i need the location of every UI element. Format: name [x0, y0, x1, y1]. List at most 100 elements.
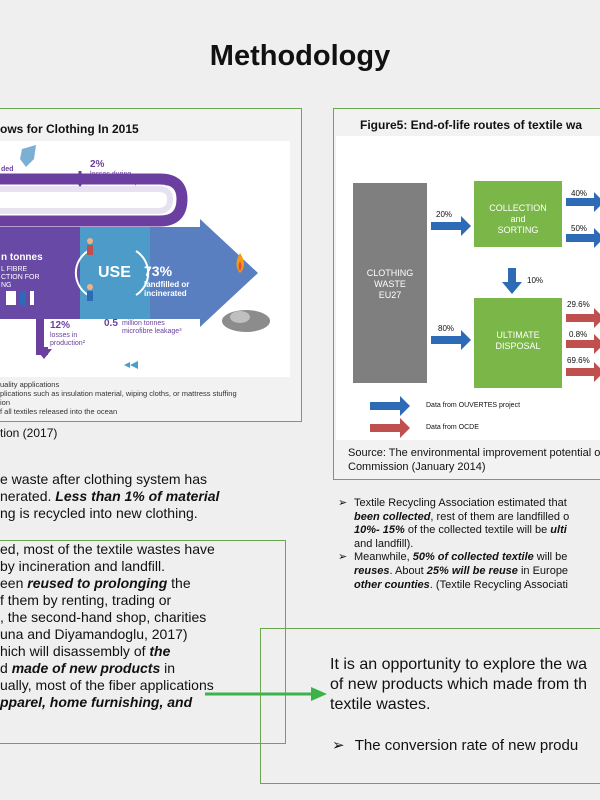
label-top-left: ded ing¹: [1, 166, 14, 181]
end-of-life-diagram: [336, 136, 600, 440]
text-span: in: [160, 660, 176, 676]
arrow-20pct: [431, 216, 471, 236]
person-icon-2: [87, 284, 93, 290]
label-2pct: 2%: [90, 159, 105, 170]
legend-ocde: Data from OCDE: [426, 424, 479, 431]
node-disposal: ULTIMATE DISPOSAL: [495, 330, 541, 351]
text-line: and landfill).: [354, 537, 414, 550]
collection-box: [474, 181, 562, 247]
text-span: Meanwhile,: [354, 551, 413, 564]
text-line: been collected, rest of them are landfil…: [354, 511, 569, 525]
person-icon: [87, 238, 93, 244]
emphasis: other counties: [354, 578, 430, 591]
emphasis: pparel, home furnishing, and: [0, 694, 193, 710]
left-figure-source: tion (2017): [0, 426, 58, 440]
flow-label: 20%: [436, 210, 453, 219]
text-line: una and Diyamandoglu, 2017): [0, 626, 188, 642]
flow-label: 50%: [571, 224, 588, 233]
text-span: d: [0, 660, 12, 676]
emphasis: reuses: [354, 564, 390, 577]
text-span: , rest of them are landfilled o: [430, 510, 570, 523]
label-73pct-desc: landfilled or incinerated: [144, 280, 190, 298]
middle-frame: [0, 540, 286, 744]
emphasis: made of new products: [11, 660, 161, 676]
text-line: e waste after clothing system has: [0, 471, 207, 487]
arrow-10pct: [502, 268, 522, 294]
text-line: d made of new products in: [0, 660, 215, 677]
node-collection: COLLECTION and SORTING: [489, 203, 547, 235]
text-span: nerated.: [0, 488, 56, 504]
flow-label: 69.6%: [567, 356, 590, 365]
text-line: Meanwhile, 50% of collected textile will…: [354, 551, 569, 565]
text-line: It is an opportunity to explore the wa: [330, 656, 588, 673]
disposal-box: [474, 298, 562, 388]
recycle-loop-band: [0, 173, 188, 227]
clothing-waste-box: [353, 183, 427, 383]
emphasis: Less than 1% of material: [55, 488, 220, 504]
page-title: Methodology: [209, 40, 391, 72]
use-cycle-left: [74, 250, 89, 296]
recycle-loop-inner: [0, 186, 174, 214]
bullet-marker-icon: ➢: [338, 497, 348, 509]
emphasis: 50% of collected textile: [412, 551, 534, 564]
text-span: hich will disassembly of: [0, 643, 150, 659]
clothing-icon: [6, 291, 16, 305]
label-half-million-desc: million tonnes microfibre leakage³: [122, 320, 182, 335]
arrow-80pct: [431, 330, 471, 350]
flow-label: 29.6%: [567, 300, 590, 309]
left-figure-caption: ows for Clothing In 2015: [0, 122, 139, 136]
text-line: , the second-hand shop, charities: [0, 609, 207, 625]
flow-label: 80%: [438, 324, 455, 333]
label-12pct-desc: losses in production²: [50, 332, 86, 347]
legend-red-arrow: [370, 418, 410, 438]
text-line: ng is recycled into new clothing.: [0, 505, 198, 521]
left-figure-notes: uality applications plications such as i…: [0, 380, 237, 416]
emphasis: 10%- 15%: [354, 524, 405, 537]
bullet-item: ➢ Textile Recycling Association estimate…: [338, 497, 569, 551]
text-line: of new products which made from th: [330, 676, 588, 693]
text-line: f them by renting, trading or: [0, 592, 172, 608]
note-line: plications such as insulation material, …: [0, 389, 237, 398]
flow-label: 40%: [571, 189, 588, 198]
bullet-item: ➢ Meanwhile, 50% of collected textile wi…: [338, 551, 569, 592]
text-line: 10%- 15% of the collected textile will b…: [354, 524, 569, 538]
use-cycle-right: [135, 250, 150, 296]
label-73pct: 73%: [144, 263, 173, 279]
bullet-marker-icon: ➢: [338, 551, 348, 564]
arrow-50pct: [566, 228, 600, 248]
flow-label: 10%: [527, 276, 544, 285]
opportunity-frame: [260, 628, 600, 784]
text-line: other counties. (Textile Recycling Assoc…: [354, 579, 569, 593]
label-tonnes: n tonnes: [1, 252, 43, 263]
text-line: pparel, home furnishing, and: [0, 694, 215, 711]
text-span: in Europe: [517, 564, 569, 577]
arrow-40pct: [566, 192, 600, 212]
paragraph-textile-waste: ed, most of the textile wastes have by i…: [0, 541, 215, 711]
bullet-marker-icon: ➢: [332, 737, 345, 754]
text-line: hich will disassembly of the: [0, 643, 215, 660]
text-line: ually, most of the fiber applications: [0, 677, 214, 693]
bullet-text: The conversion rate of new produ: [354, 737, 579, 754]
text-line: reuses. About 25% will be reuse in Europ…: [354, 565, 569, 579]
text-span: . (Textile Recycling Associati: [429, 578, 568, 591]
opportunity-text: It is an opportunity to explore the wa o…: [330, 655, 587, 715]
emphasis: the: [149, 643, 171, 659]
fibre-icon: [20, 145, 36, 167]
emphasis: 25% will be reuse: [426, 564, 518, 577]
text-line: by incineration and landfill.: [0, 558, 165, 574]
emphasis: ulti: [550, 524, 567, 537]
label-12pct: 12%: [50, 320, 71, 331]
arrow-69pct: [566, 362, 600, 382]
opportunity-bullet: ➢ The conversion rate of new produ: [332, 736, 578, 754]
right-figure-caption: Figure5: End-of-life routes of textile w…: [360, 118, 583, 132]
text-line: nerated. Less than 1% of material: [0, 488, 219, 505]
legend-blue-arrow: [370, 396, 410, 416]
note-line: f all textiles released into the ocean: [0, 407, 118, 416]
text-span: will be: [533, 551, 568, 564]
right-bullet-list: ➢ Textile Recycling Association estimate…: [338, 497, 569, 592]
node-clothing-waste: CLOTHING WASTE EU27: [366, 268, 414, 300]
text-line: textile wastes.: [330, 696, 431, 713]
flow-label: 0.8%: [569, 330, 588, 339]
note-line: ion: [0, 398, 11, 407]
right-figure-source: Source: The environmental improvement po…: [348, 447, 600, 473]
